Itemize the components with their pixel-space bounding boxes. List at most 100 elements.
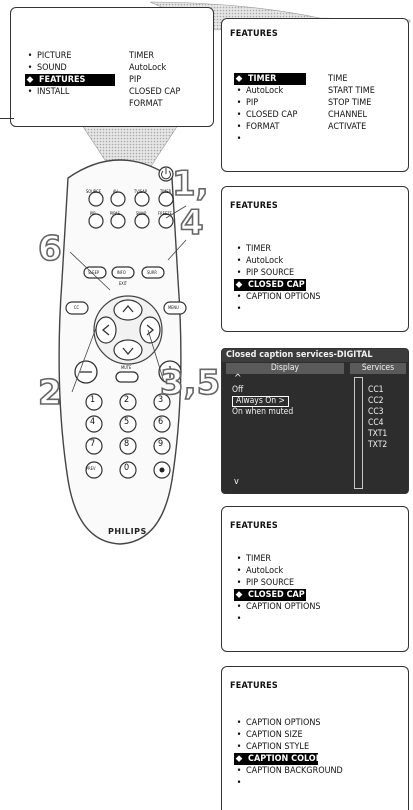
features-item[interactable]: •FORMAT [236,122,280,132]
features-item[interactable]: •CAPTION BACKGROUND [236,766,343,776]
key-7[interactable]: 7 [90,439,96,449]
features-item-selected[interactable]: ⬥CLOSED CAP [234,589,306,601]
up-arrow-icon: ^ [234,373,242,384]
remote-label-swap: SWAP [136,211,147,216]
down-arrow-icon: v [234,477,239,487]
features-timer-box: FEATURES ⬥TIMER •AutoLock •PIP •CLOSED C… [221,18,409,172]
features-item[interactable]: •TIMER [236,554,272,564]
submenu-item[interactable]: AutoLock [129,63,167,73]
timer-submenu-item[interactable]: CHANNEL [328,110,368,120]
box-title: FEATURES [230,681,278,691]
remote-label-pipas: PIPAS [110,211,120,216]
power-button[interactable] [158,166,174,182]
submenu-item[interactable]: TIMER [129,51,155,61]
remote-label-menu: MENU [168,305,179,310]
top-row-buttons[interactable] [88,191,174,207]
remote-label-surr: SURR [147,270,157,275]
service-item[interactable]: TXT2 [368,440,388,450]
key-6[interactable]: 6 [158,417,164,427]
features-closed-cap-box-2: FEATURES •TIMER •AutoLock •PIP SOURCE ⬥C… [221,506,409,652]
remote-brand-logo: PHILIPS [108,527,147,536]
remote-label-pip: PIP [90,211,96,216]
features-item[interactable]: •PIP [236,98,259,108]
timer-submenu-item[interactable]: START TIME [328,86,375,96]
services-column [354,377,363,489]
key-3[interactable]: 3 [158,395,164,405]
features-item[interactable]: •AutoLock [236,256,284,266]
key-1[interactable]: 1 [90,395,96,405]
screen-title: Closed caption services-DIGITAL [222,349,408,362]
remote-label-exit: EXIT [119,281,127,286]
features-item[interactable]: •AutoLock [236,566,284,576]
features-item-selected[interactable]: ⬥CLOSED CAP [234,279,306,291]
remote-label-cc: CC [74,305,80,310]
features-caption-box: FEATURES •CAPTION OPTIONS •CAPTION SIZE … [221,666,409,810]
service-item[interactable]: CC3 [368,407,384,417]
service-item[interactable]: CC4 [368,418,384,428]
key-prev[interactable]: PREV [86,466,96,471]
callout-step-3-5: 3,5 [159,363,221,403]
callout-step-1: 1, [171,164,209,204]
remote-label-source: SOURCE [86,189,101,194]
box-title: FEATURES [230,29,278,39]
features-item[interactable]: • [236,134,242,144]
submenu-item[interactable]: CLOSED CAP [129,87,181,97]
features-item[interactable]: •CAPTION OPTIONS [236,292,321,302]
remote-label-freeze: FREEZE [158,211,172,216]
timer-submenu-list: TIME START TIME STOP TIME CHANNEL ACTIVA… [328,73,375,133]
number-keypad[interactable] [85,393,171,479]
remote-label-sleep: SLEEP [88,270,100,275]
cc-menu-buttons[interactable] [65,301,187,315]
display-options-list: Off Always On > On when muted [232,385,293,418]
key-4[interactable]: 4 [90,417,96,427]
main-menu-item[interactable]: •PICTURE [27,51,72,61]
key-0[interactable]: 0 [124,463,130,473]
services-column-header: Services [350,363,406,374]
box-title: FEATURES [230,521,278,531]
key-8[interactable]: 8 [124,439,130,449]
box-title: FEATURES [230,201,278,211]
features-item[interactable]: •CLOSED CAP [236,110,298,120]
remote-label-mute: MUTE [121,365,132,370]
callout-step-2: 2 [37,373,62,413]
features-item[interactable]: •TIMER [236,244,272,254]
features-item[interactable]: •PIP SOURCE [236,578,295,588]
main-menu-item[interactable]: •SOUND [27,63,67,73]
nav-cluster[interactable] [93,295,163,365]
features-item[interactable]: •AutoLock [236,86,284,96]
features-list: •TIMER •AutoLock •PIP SOURCE ⬥CLOSED CAP… [234,553,321,625]
main-menu-item[interactable]: •INSTALL [27,87,70,97]
features-item[interactable]: •CAPTION STYLE [236,742,310,752]
submenu-item[interactable]: PIP [129,75,142,85]
features-item[interactable]: • [236,304,242,314]
display-option[interactable]: Off [232,385,244,395]
display-option-selected[interactable]: Always On > [232,396,293,407]
features-item[interactable]: • [236,614,242,624]
display-option[interactable]: On when muted [232,407,294,417]
remote-label-tvsap: TV/SAP [134,189,147,194]
features-item[interactable]: •CAPTION SIZE [236,730,303,740]
service-item[interactable]: TXT1 [368,429,388,439]
service-item[interactable]: CC1 [368,385,384,395]
services-list: CC1 CC2 CC3 CC4 TXT1 TXT2 [368,385,387,451]
features-list: ⬥TIMER •AutoLock •PIP •CLOSED CAP •FORMA… [234,73,306,145]
callout-step-4: 4 [179,203,204,243]
features-item[interactable]: •PIP SOURCE [236,268,295,278]
key-9[interactable]: 9 [158,439,164,449]
submenu-item[interactable]: FORMAT [129,99,163,109]
key-5[interactable]: 5 [124,417,130,427]
features-item-selected[interactable]: ⬥CAPTION COLOR [234,753,322,765]
remote-label-timer: TIMER [160,189,172,194]
remote-label-ch: CH [174,383,180,388]
key-2[interactable]: 2 [124,395,130,405]
features-item[interactable]: • [236,778,242,788]
timer-submenu-item[interactable]: TIME [328,74,348,84]
main-menu-item-selected[interactable]: ⬥FEATURES [25,74,115,86]
closed-caption-services-screen: Closed caption services-DIGITAL Display … [221,348,409,494]
features-item[interactable]: •CAPTION OPTIONS [236,718,321,728]
service-item[interactable]: CC2 [368,396,384,406]
features-item-selected[interactable]: ⬥TIMER [234,73,306,85]
timer-submenu-item[interactable]: STOP TIME [328,98,372,108]
timer-submenu-item[interactable]: ACTIVATE [328,122,367,132]
features-item[interactable]: •CAPTION OPTIONS [236,602,321,612]
